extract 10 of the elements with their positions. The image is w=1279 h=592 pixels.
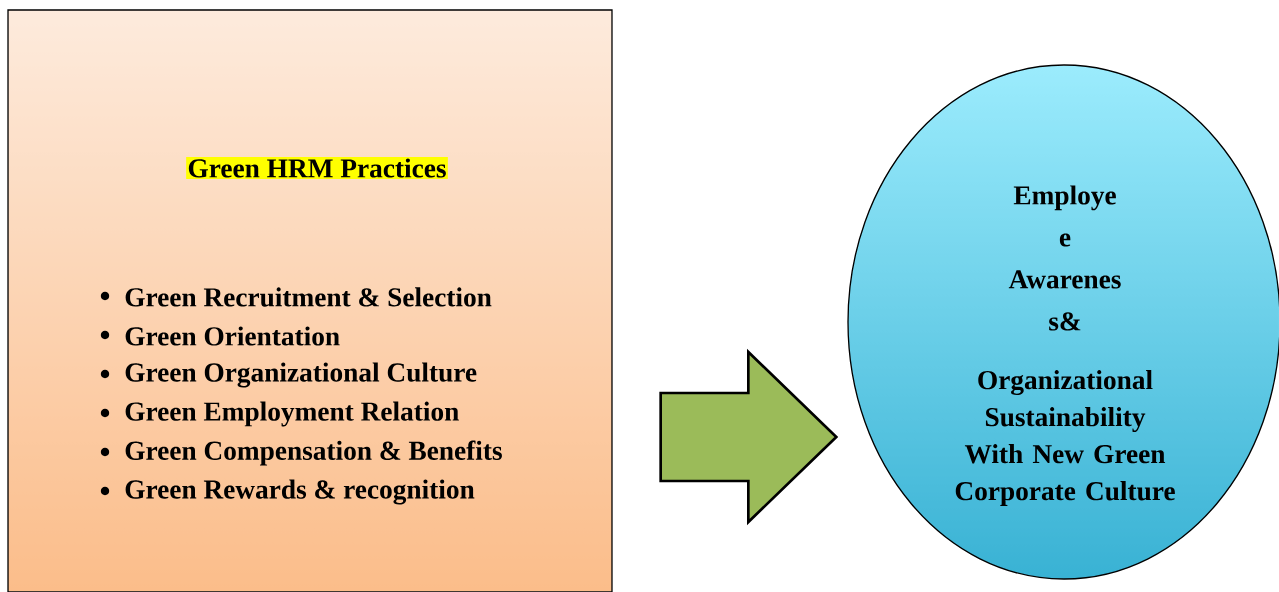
bullet-item: Green Organizational Culture (100, 362, 477, 388)
block-arrow (659, 348, 839, 526)
bullet-item: Green Recruitment & Selection (100, 287, 492, 307)
bullet-item: Green Compensation & Benefits (100, 440, 502, 466)
bullet-item: Green Employment Relation (100, 401, 459, 427)
bullet-item: Green Orientation (100, 326, 340, 346)
ellipse-text: Organizational Sustainability With New Green Corporate Culture (955, 370, 1175, 506)
ellipse-text: Employe e Awarenes s& (1008, 185, 1121, 331)
heading: Green HRM Practices (186, 157, 448, 179)
bullet-item: Green Rewards & recognition (100, 479, 475, 505)
